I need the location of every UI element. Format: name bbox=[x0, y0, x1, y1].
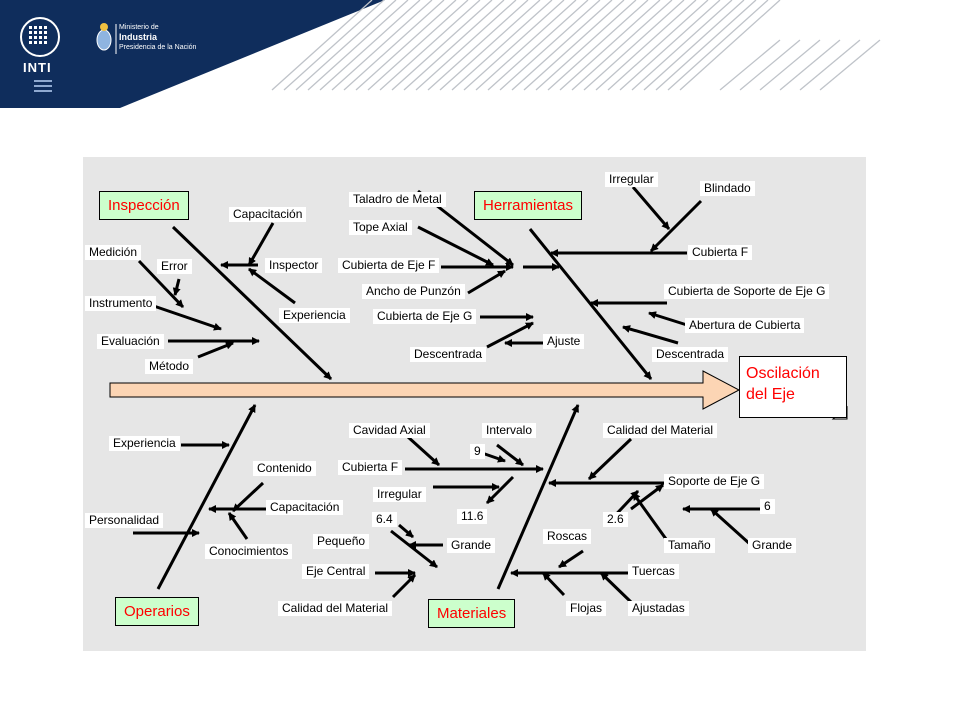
effect-box: Oscilación del Eje bbox=[739, 356, 847, 418]
ministry-line2: Industria bbox=[119, 32, 158, 42]
cause-label: Pequeño bbox=[313, 534, 370, 549]
cause-label: 9 bbox=[470, 444, 485, 459]
cause-label: Cubierta de Eje F bbox=[338, 258, 440, 273]
fishbone-diagram: Inspección Herramientas Operarios Materi… bbox=[83, 157, 866, 651]
cause-label: Roscas bbox=[543, 529, 592, 544]
cause-label: Blindado bbox=[700, 181, 755, 196]
cause-label: Calidad del Material bbox=[603, 423, 718, 438]
cause-label: Ajustadas bbox=[628, 601, 689, 616]
cause-label: Ajuste bbox=[543, 334, 585, 349]
cause-label: Contenido bbox=[253, 461, 316, 476]
fishbone-lines bbox=[109, 186, 848, 605]
cause-label: Descentrada bbox=[652, 347, 729, 362]
cause-label: Eje Central bbox=[302, 564, 370, 579]
category-materiales: Materiales bbox=[428, 599, 516, 628]
header-banner bbox=[0, 0, 881, 108]
cause-label: Cubierta F bbox=[338, 460, 403, 475]
cause-label: Capacitación bbox=[229, 207, 307, 222]
cause-label: Grande bbox=[748, 538, 797, 553]
cause-label: Experiencia bbox=[109, 436, 180, 451]
cause-label: Cavidad Axial bbox=[349, 423, 430, 438]
cause-label: Error bbox=[157, 259, 192, 274]
inti-logo-icon bbox=[20, 17, 60, 92]
effect-line2: del Eje bbox=[746, 386, 795, 403]
cause-label: Cubierta de Eje G bbox=[373, 309, 477, 324]
cause-label: Intervalo bbox=[482, 423, 537, 438]
cause-label: Tope Axial bbox=[349, 220, 412, 235]
cause-label: 11.6 bbox=[457, 509, 488, 524]
spine-arrow bbox=[109, 370, 741, 410]
cause-label: Tamaño bbox=[664, 538, 715, 553]
cause-label: Ancho de Punzón bbox=[362, 284, 465, 299]
category-inspeccion: Inspección bbox=[99, 191, 189, 220]
cause-label: Personalidad bbox=[85, 513, 164, 528]
cause-label: Flojas bbox=[566, 601, 607, 616]
cause-label: Irregular bbox=[373, 487, 426, 502]
cause-label: Taladro de Metal bbox=[349, 192, 446, 207]
ministry-line3: Presidencia de la Nación bbox=[119, 44, 197, 51]
cause-label: 2.6 bbox=[603, 512, 628, 527]
effect-line1: Oscilación bbox=[746, 365, 820, 382]
cause-label: Calidad del Material bbox=[278, 601, 393, 616]
cause-label: Método bbox=[145, 359, 194, 374]
cause-label: Soporte de Eje G bbox=[664, 474, 765, 489]
cause-label: Inspector bbox=[265, 258, 323, 273]
cause-label: Tuercas bbox=[628, 564, 679, 579]
cause-label: Descentrada bbox=[410, 347, 487, 362]
category-operarios: Operarios bbox=[115, 597, 199, 626]
cause-label: Capacitación bbox=[266, 500, 344, 515]
cause-label: 6 bbox=[760, 499, 775, 514]
cause-label: 6.4 bbox=[372, 512, 397, 527]
cause-label: Conocimientos bbox=[205, 544, 293, 559]
cause-label: Evaluación bbox=[97, 334, 164, 349]
cause-label: Irregular bbox=[605, 172, 658, 187]
cause-label: Abertura de Cubierta bbox=[685, 318, 805, 333]
coat-of-arms-icon bbox=[96, 23, 112, 51]
cause-label: Medición bbox=[85, 245, 142, 260]
category-herramientas: Herramientas bbox=[474, 191, 583, 220]
cause-label: Cubierta F bbox=[688, 245, 753, 260]
logo-text: INTI bbox=[23, 60, 52, 75]
cause-label: Cubierta de Soporte de Eje G bbox=[664, 284, 830, 299]
cause-label: Experiencia bbox=[279, 308, 350, 323]
ministry-line1: Ministerio de bbox=[119, 24, 159, 31]
cause-label: Grande bbox=[447, 538, 496, 553]
cause-label: Instrumento bbox=[85, 296, 157, 311]
